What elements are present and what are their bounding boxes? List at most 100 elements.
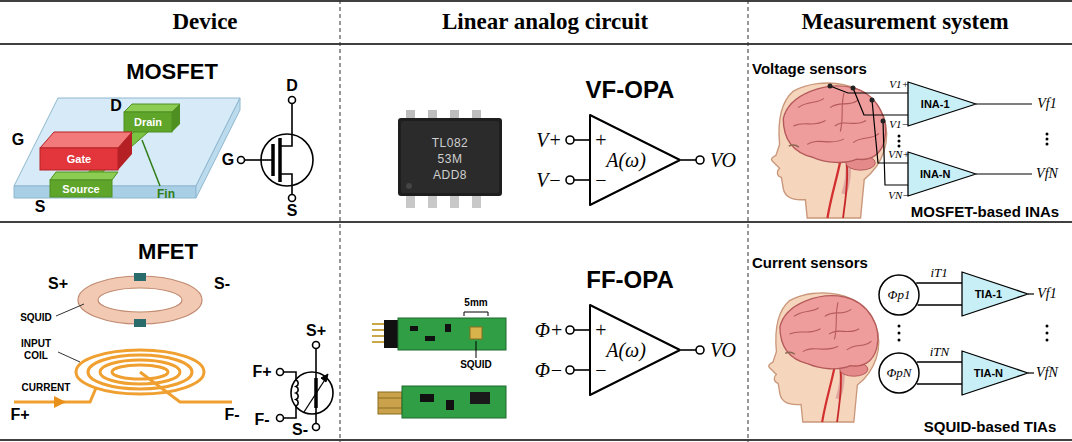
ic-chip-photo-part — [450, 194, 459, 208]
squid-board-photo-part — [445, 324, 451, 332]
part-label: Fin — [157, 187, 175, 201]
tia-triangle: TIA-N — [962, 351, 1028, 395]
electrode-dots-part — [828, 84, 833, 89]
output-wires — [1028, 294, 1034, 373]
node-text: INA-N — [920, 168, 951, 180]
chip-marking: 53M — [438, 152, 463, 166]
opamp-terminals-part — [574, 329, 590, 331]
electrode-wires-part — [853, 88, 908, 115]
opamp-terminals-part — [566, 326, 574, 334]
mfet-symbol-part — [313, 342, 320, 349]
section-title: Current sensors — [752, 254, 868, 271]
tia-triangle: TIA-1 — [962, 272, 1028, 316]
terminal-label: S+ — [48, 275, 68, 293]
signal-label: VfN — [1036, 166, 1058, 182]
opamp-triangle-shape — [590, 305, 680, 395]
squid-board-photo-part — [402, 386, 506, 418]
node-text: ΦpN — [886, 365, 911, 381]
squid-board-photo-part — [410, 326, 418, 331]
node-text: TIA-1 — [975, 288, 1003, 300]
row-title: VF-OPA — [586, 76, 675, 104]
mfet-symbol-part — [315, 349, 317, 379]
squid-illustration — [14, 273, 232, 408]
ellipsis-dots-part — [1046, 143, 1049, 146]
ic-chip-photo-part — [428, 194, 437, 208]
squid-board-photo-part — [470, 392, 490, 404]
output-wires-part — [1028, 293, 1034, 294]
ic-chip-photo-part — [398, 118, 502, 196]
output-wires-part — [1028, 372, 1034, 373]
ina-triangle-shape — [908, 82, 976, 126]
mfet-symbol-part — [321, 374, 328, 382]
mfet-symbol-part — [284, 406, 297, 418]
node-text: INA-1 — [921, 98, 950, 110]
flux-source-circle-shape — [879, 275, 919, 315]
signal-label: Φ+ — [535, 319, 564, 342]
mfet-symbol-part — [291, 372, 333, 414]
finfet-illustration-part — [124, 104, 180, 112]
tia-triangle-shape — [962, 272, 1028, 316]
table-rules-part — [0, 0, 1072, 2]
squid-board-photo-part — [446, 400, 454, 410]
ic-chip-photo-part — [401, 121, 499, 193]
current-label: iT1 — [928, 265, 949, 281]
terminal-label: S+ — [306, 322, 326, 340]
opamp-terminals-part — [574, 179, 590, 181]
squid-board-photo-part-part — [372, 341, 384, 343]
ellipsis-dots-part — [1046, 138, 1049, 141]
input-sign: + — [595, 129, 606, 152]
column-dividers — [340, 0, 748, 442]
ellipsis-dots-part — [1046, 339, 1049, 342]
row-title: MFET — [138, 239, 198, 265]
ic-chip-photo — [398, 110, 502, 208]
input-sign: − — [595, 359, 606, 382]
ic-chip-photo-part — [406, 194, 415, 208]
section-title: Voltage sensors — [752, 60, 867, 77]
chip-marking: TL082 — [432, 136, 469, 150]
table-rules-part — [0, 43, 1072, 45]
ina-triangle-shape — [908, 152, 976, 196]
opamp-terminals-part — [696, 156, 704, 164]
signal-label: VN− — [888, 189, 909, 201]
flux-source-circle: Φp1 — [878, 274, 920, 316]
section-caption: SQUID-based TIAs — [924, 418, 1057, 435]
opamp-triangle-shape — [590, 115, 680, 205]
ic-chip-photo-part — [406, 183, 412, 189]
head-illustration — [772, 83, 887, 218]
squid-illustration-part — [78, 276, 202, 324]
node-text: Φp1 — [888, 287, 911, 303]
signal-label: Vf1 — [1037, 96, 1056, 112]
squid-board-photo-part — [470, 327, 482, 339]
ellipsis-dots-part — [1046, 133, 1049, 136]
squid-board-photo-part-part — [372, 335, 384, 337]
mosfet-symbol-part — [278, 138, 282, 182]
column-header: Linear analog circuit — [442, 9, 648, 35]
terminal-label: F- — [254, 411, 269, 429]
opamp-terminals-part — [696, 346, 704, 354]
terminal-label: S- — [292, 421, 308, 439]
electrode-dots-part — [881, 119, 886, 124]
node-text: TIA-N — [974, 367, 1003, 379]
finfet-illustration-part — [118, 132, 132, 170]
terminal-label: S — [287, 202, 298, 220]
squid-board-photo-part — [378, 408, 402, 409]
mfet-symbol-part — [315, 408, 317, 424]
squid-board-photo-part — [378, 392, 402, 414]
squid-board-photo-part — [420, 394, 434, 402]
opamp-terminals-part — [681, 159, 696, 161]
mosfet-symbol-part — [238, 157, 245, 164]
connector-wire — [917, 362, 962, 384]
terminal-label: F+ — [252, 363, 271, 381]
terminal-label: S — [35, 198, 46, 216]
ellipsis-dots — [898, 133, 1049, 342]
mfet-symbol-part — [284, 372, 297, 380]
mosfet-symbol-part — [280, 104, 292, 147]
squid-board-photo-part — [384, 320, 398, 348]
squid-board-photo-part — [476, 341, 477, 358]
column-dividers-part — [748, 0, 749, 442]
squid-illustration-part — [54, 396, 66, 408]
mfet-symbol-part — [277, 415, 284, 422]
signal-label: VO — [710, 149, 736, 172]
ic-chip-photo-part — [472, 194, 481, 208]
